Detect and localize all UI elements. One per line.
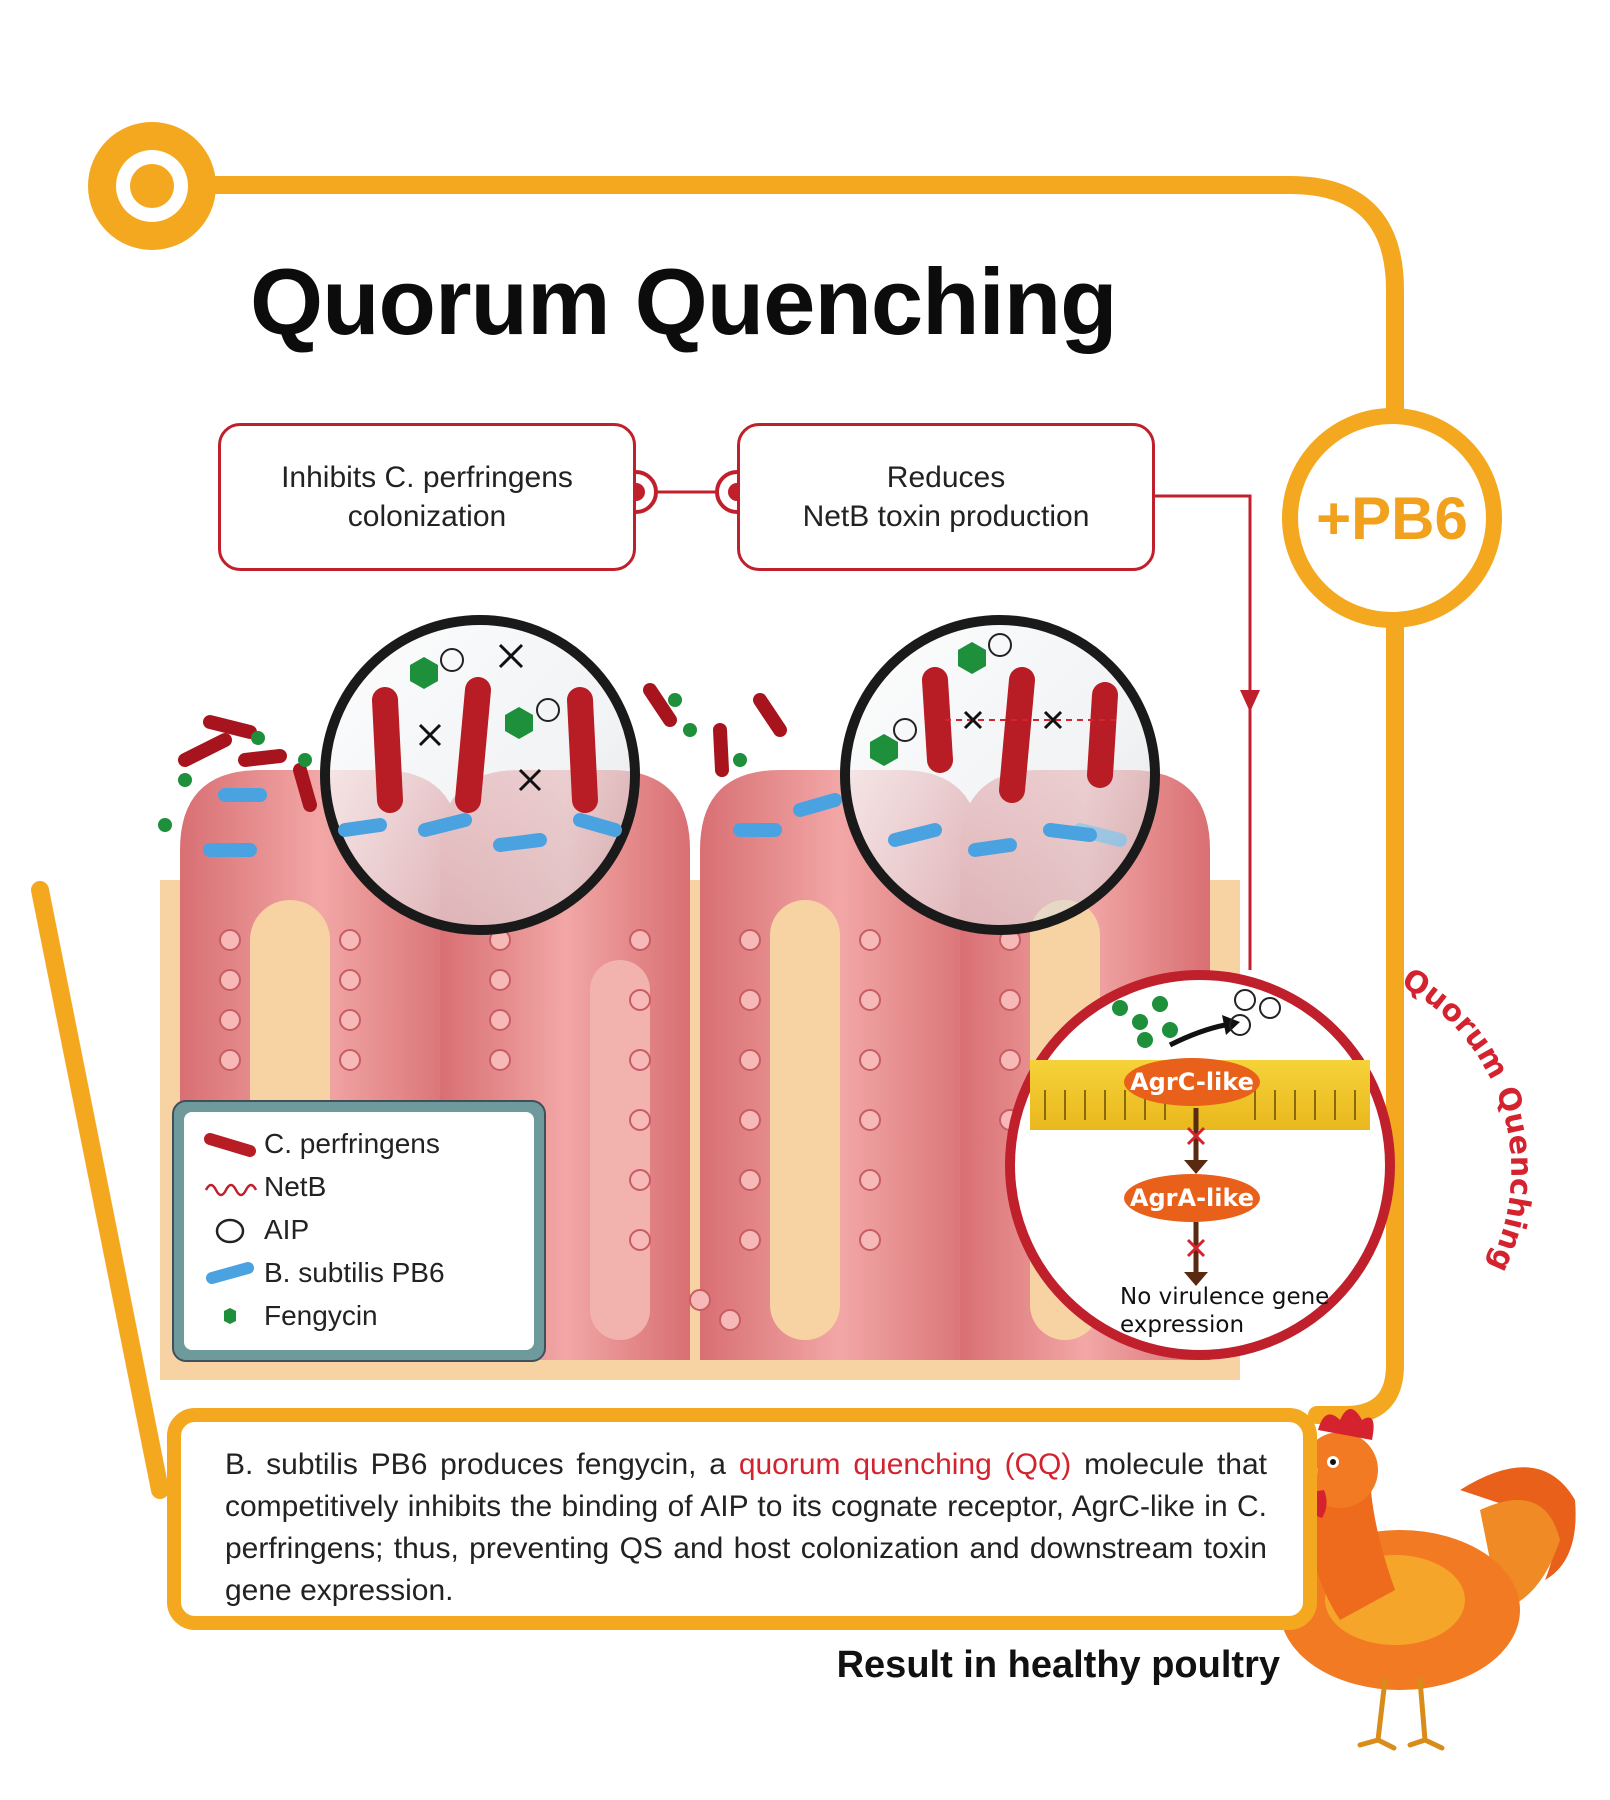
legend-item: C. perfringens [202,1122,516,1165]
fengycin-molecules [158,693,747,832]
legend-label: B. subtilis PB6 [264,1256,445,1288]
pb6-badge: +PB6 [1282,408,1502,628]
legend-label: AIP [264,1213,310,1245]
info-box-toxin: Reduces NetB toxin production [737,423,1155,571]
legend-item: AIP [202,1208,516,1251]
legend-item: NetB [202,1165,516,1208]
ring-icon [215,1218,245,1243]
green-hexagon-icon [224,1307,236,1324]
legend-item: B. subtilis PB6 [202,1251,516,1294]
description-text: molecule that competitively inhibits the… [225,1448,1267,1607]
info-box-line: Reduces [886,461,1006,494]
legend-panel: C. perfringens NetB AIP B. subtilis PB6 [184,1112,534,1350]
info-box-colonization: Inhibits C. perfringens colonization [218,423,636,571]
info-box-line: colonization [347,500,507,533]
legend-label: Fengycin [264,1299,378,1331]
blue-rod-icon [206,1261,254,1284]
magnifier-lens-left [320,615,640,935]
result-text: Result in healthy poultry [836,1644,1280,1686]
side-label-quorum-quenching: Quorum Quenching [1396,962,1539,1278]
legend-item: Fengycin [202,1294,516,1337]
legend: C. perfringens NetB AIP B. subtilis PB6 [172,1100,546,1362]
c-perfringens-cells [178,683,787,812]
description-highlight: quorum quenching (QQ) [738,1448,1072,1481]
mechanism-circle [1005,970,1395,1360]
legend-label: C. perfringens [264,1127,440,1159]
description-box: B. subtilis PB6 produces fengycin, a quo… [167,1408,1317,1630]
agrc-like-label: AgrC-like [1130,1068,1254,1096]
arrow-down-icon [1240,690,1260,712]
wavy-line-icon [204,1183,258,1196]
legend-label: NetB [264,1170,327,1202]
agra-like-label: AgrA-like [1129,1184,1255,1212]
outcome-line: No virulence gene [1120,1284,1330,1310]
info-box-line: Inhibits C. perfringens [281,461,573,494]
page-title: Quorum Quenching [250,249,1118,354]
magnifier-lens-right [840,615,1160,935]
red-rod-icon [204,1132,256,1157]
rooster-icon [1280,1409,1576,1751]
info-box-line: NetB toxin production [802,500,1090,533]
origin-target-icon [88,122,216,250]
outcome-line: expression [1120,1311,1245,1338]
outcome-label: No virulence gene expression [1120,1284,1350,1339]
description-text: B. subtilis PB6 produces fengycin, a [225,1448,739,1481]
